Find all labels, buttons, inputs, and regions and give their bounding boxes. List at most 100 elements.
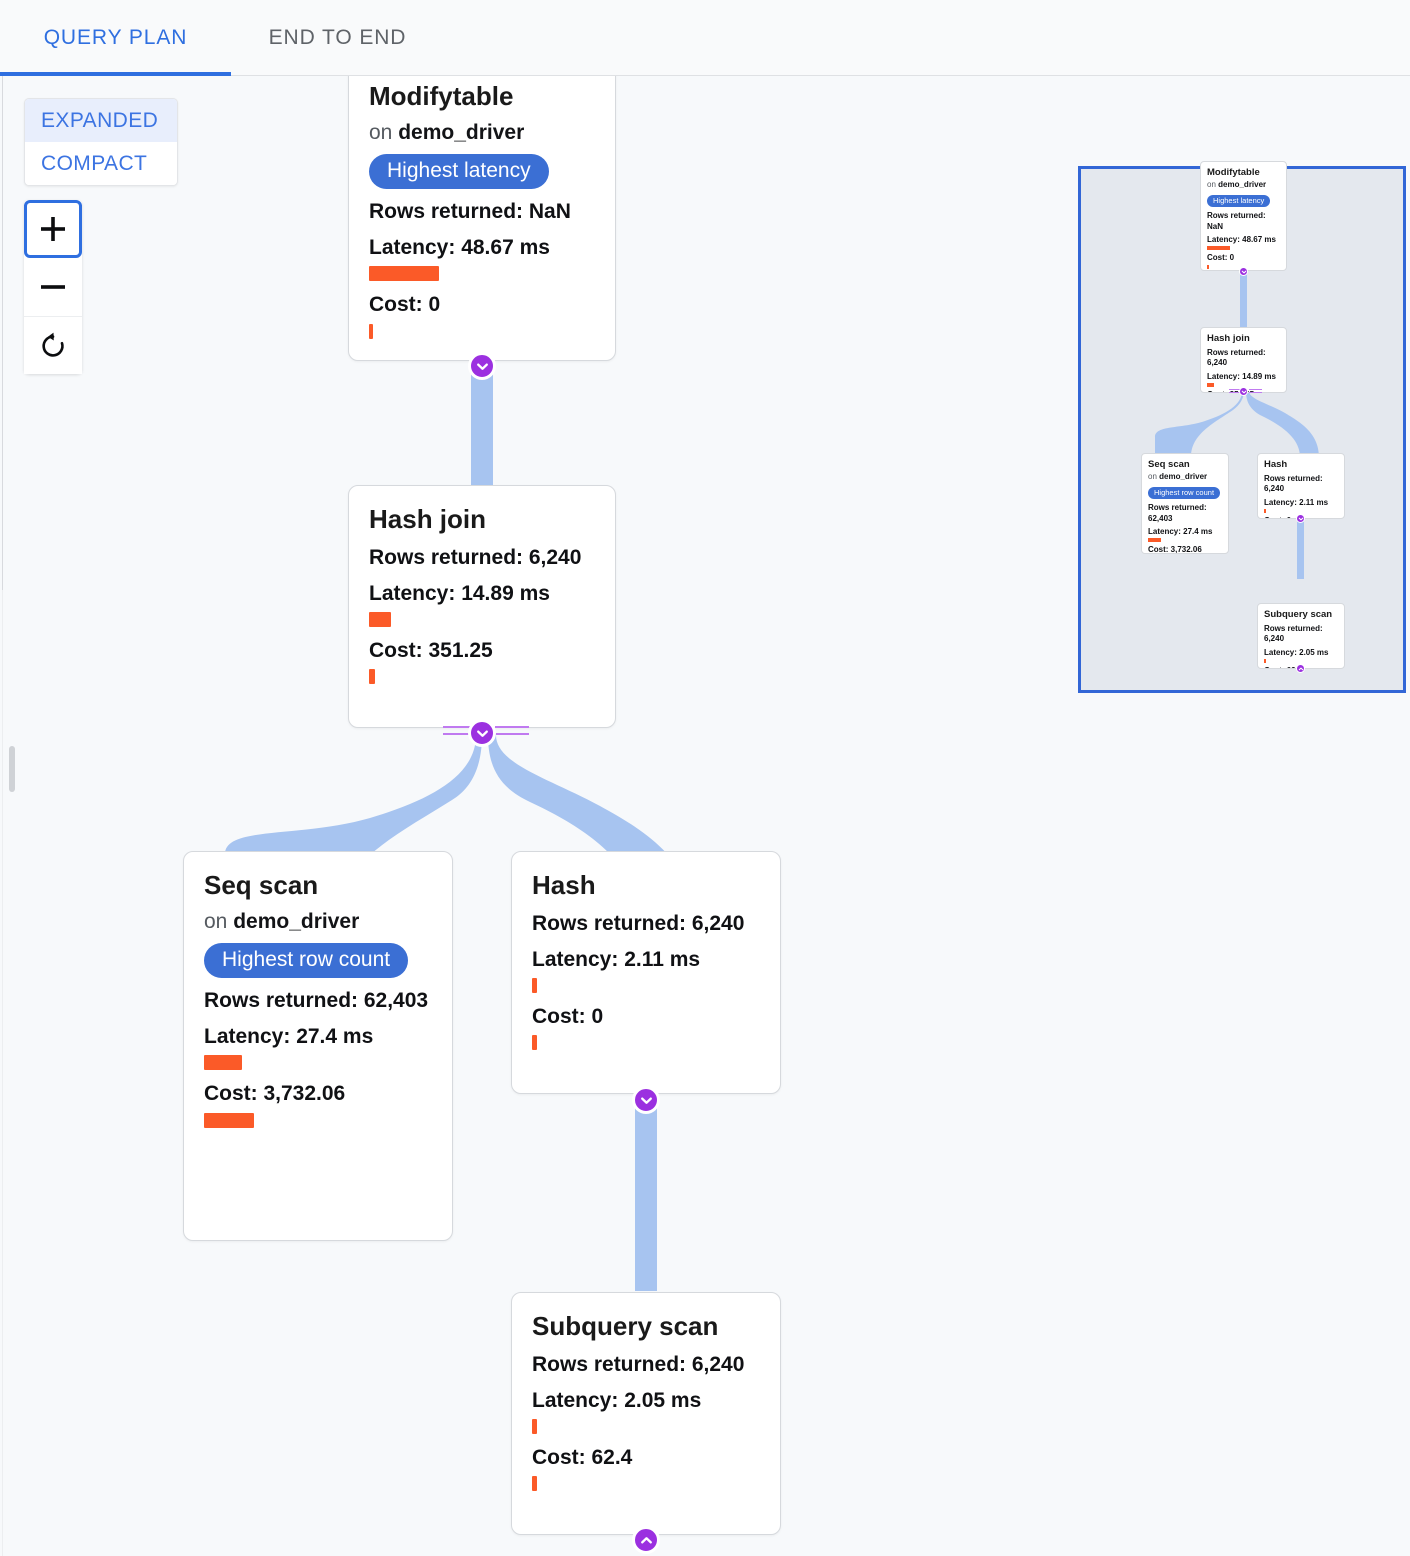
node-relation: on demo_driver (204, 909, 432, 934)
node-cost: Cost: 3,732.06 (1148, 545, 1202, 554)
minimap-collapse-handle-hash-join[interactable] (1239, 387, 1248, 396)
view-mode-toggle: EXPANDED COMPACT (24, 98, 178, 186)
node-rows: Rows returned: 6,240 (369, 545, 582, 569)
chevron-up-icon (640, 1536, 652, 1543)
plan-node-modifytable[interactable]: Modifytable on demo_driver Highest laten… (348, 76, 616, 361)
view-mode-compact[interactable]: COMPACT (25, 142, 177, 185)
minimap-collapse-handle-subquery-scan[interactable] (1296, 664, 1305, 673)
node-rows: Rows returned: 6,240 (1264, 473, 1323, 494)
node-latency-bar (532, 978, 537, 994)
collapse-handle-lines-right (495, 726, 529, 740)
collapse-handle-lines-left (443, 726, 477, 740)
node-cost-bar (369, 669, 375, 685)
handle-line (1249, 392, 1262, 393)
node-latency: Latency: 2.11 ms (1264, 497, 1329, 507)
node-latency: Latency: 14.89 ms (369, 581, 550, 605)
plan-node-hash-join[interactable]: Hash join Rows returned: 6,240 Latency: … (348, 485, 616, 728)
node-latency: Latency: 2.11 ms (532, 947, 701, 971)
collapse-handle-hash-join[interactable] (468, 719, 496, 747)
chevron-down-icon (1241, 390, 1246, 393)
node-relation-prefix: on (369, 120, 393, 144)
node-cost: Cost: 62.4 (1264, 666, 1338, 668)
plan-node-seq-scan[interactable]: Seq scan on demo_driver Highest row coun… (183, 851, 453, 1241)
chevron-down-icon (1298, 517, 1303, 520)
node-title: Seq scan (204, 870, 319, 900)
node-latency: Latency: 2.05 ms (532, 1388, 702, 1412)
minus-icon (41, 285, 65, 289)
minimap-handle-lines-right (1249, 389, 1262, 394)
node-relation: on demo_driver (1148, 472, 1222, 482)
node-relation-name: demo_driver (1159, 471, 1208, 481)
minimap-viewport[interactable]: Modifytable on demo_driver Highest laten… (1078, 161, 1406, 693)
node-latency-bar (369, 266, 439, 282)
zoom-reset-button[interactable] (24, 316, 82, 374)
panel-resize-handle[interactable] (9, 746, 15, 792)
node-badge: Highest latency (369, 153, 549, 189)
handle-line (1229, 389, 1242, 390)
node-cost-bar (1207, 264, 1209, 269)
minimap-node-hash[interactable]: Hash Rows returned: 6,240 Latency: 2.11 … (1257, 453, 1345, 519)
node-cost-bar (532, 1476, 537, 1492)
node-cost: Cost: 0 (1264, 516, 1338, 518)
node-rows: Rows returned: NaN (1207, 211, 1266, 231)
collapse-handle-modifytable[interactable] (468, 352, 496, 380)
zoom-in-button[interactable] (24, 200, 82, 258)
minimap-node-hash-join[interactable]: Hash join Rows returned: 6,240 Latency: … (1200, 327, 1287, 393)
node-badge: Highest row count (204, 942, 409, 978)
minimap-handle-lines-left (1229, 389, 1242, 394)
chevron-down-icon (1241, 270, 1246, 273)
zoom-out-button[interactable] (24, 258, 82, 316)
node-latency-bar (369, 612, 391, 628)
node-title: Modifytable (1207, 167, 1260, 178)
minimap-content: Modifytable on demo_driver Highest laten… (1081, 161, 1403, 690)
minimap-node-seq-scan[interactable]: Seq scan on demo_driver Highest row coun… (1141, 453, 1229, 554)
node-cost: Cost: 62.4 (532, 1446, 633, 1470)
node-relation-prefix: on (204, 909, 228, 933)
node-title: Subquery scan (532, 1311, 719, 1341)
chevron-down-icon (640, 1097, 652, 1104)
node-relation-prefix: on (1207, 179, 1216, 189)
handle-line (495, 726, 529, 728)
node-cost-bar (204, 1112, 254, 1128)
graph-canvas[interactable]: EXPANDED COMPACT (0, 76, 1410, 1556)
plan-node-hash[interactable]: Hash Rows returned: 6,240 Latency: 2.11 … (511, 851, 781, 1094)
canvas-left-divider (2, 76, 3, 590)
plan-node-subquery-scan[interactable]: Subquery scan Rows returned: 6,240 Laten… (511, 1292, 781, 1535)
node-cost: Cost: 0 (1207, 253, 1235, 263)
node-badge: Highest latency (1207, 195, 1271, 208)
chevron-up-icon (1298, 667, 1303, 670)
tab-bar: QUERY PLAN END TO END (0, 0, 1410, 76)
node-relation-name: demo_driver (398, 120, 525, 144)
collapse-handle-subquery-scan[interactable] (632, 1526, 660, 1554)
node-rows: Rows returned: 6,240 (532, 1352, 745, 1376)
node-latency-bar (1207, 246, 1230, 251)
node-relation: on demo_driver (1207, 180, 1280, 190)
node-relation-prefix: on (1148, 471, 1157, 481)
minimap-node-modifytable[interactable]: Modifytable on demo_driver Highest laten… (1200, 161, 1287, 271)
node-relation-name: demo_driver (1218, 179, 1267, 189)
minimap-node-subquery-scan[interactable]: Subquery scan Rows returned: 6,240 Laten… (1257, 603, 1345, 669)
node-rows: Rows returned: 62,403 (1148, 503, 1207, 523)
node-cost-bar (532, 1035, 537, 1051)
canvas-left-divider-lower (2, 590, 3, 1556)
handle-line (443, 726, 477, 728)
minimap-collapse-handle-hash[interactable] (1296, 514, 1305, 523)
plus-icon (41, 217, 65, 241)
tab-query-plan[interactable]: QUERY PLAN (0, 0, 231, 76)
node-rows: Rows returned: 62,403 (204, 989, 429, 1012)
node-cost: Cost: 0 (532, 1005, 604, 1029)
node-rows: Rows returned: 6,240 (1264, 623, 1323, 644)
node-latency-bar (1264, 659, 1266, 664)
view-mode-expanded[interactable]: EXPANDED (25, 99, 177, 142)
chevron-down-icon (476, 730, 488, 737)
reset-icon (42, 332, 64, 357)
minimap-collapse-handle-modifytable[interactable] (1239, 267, 1248, 276)
tab-end-to-end[interactable]: END TO END (268, 26, 407, 49)
node-badge: Highest row count (1148, 487, 1221, 500)
node-latency: Latency: 48.67 ms (1207, 235, 1276, 245)
node-rows: Rows returned: 6,240 (532, 911, 745, 935)
handle-line (1229, 392, 1242, 393)
node-latency: Latency: 27.4 ms (1148, 527, 1213, 537)
chevron-down-icon (476, 363, 488, 370)
collapse-handle-hash[interactable] (632, 1086, 660, 1114)
